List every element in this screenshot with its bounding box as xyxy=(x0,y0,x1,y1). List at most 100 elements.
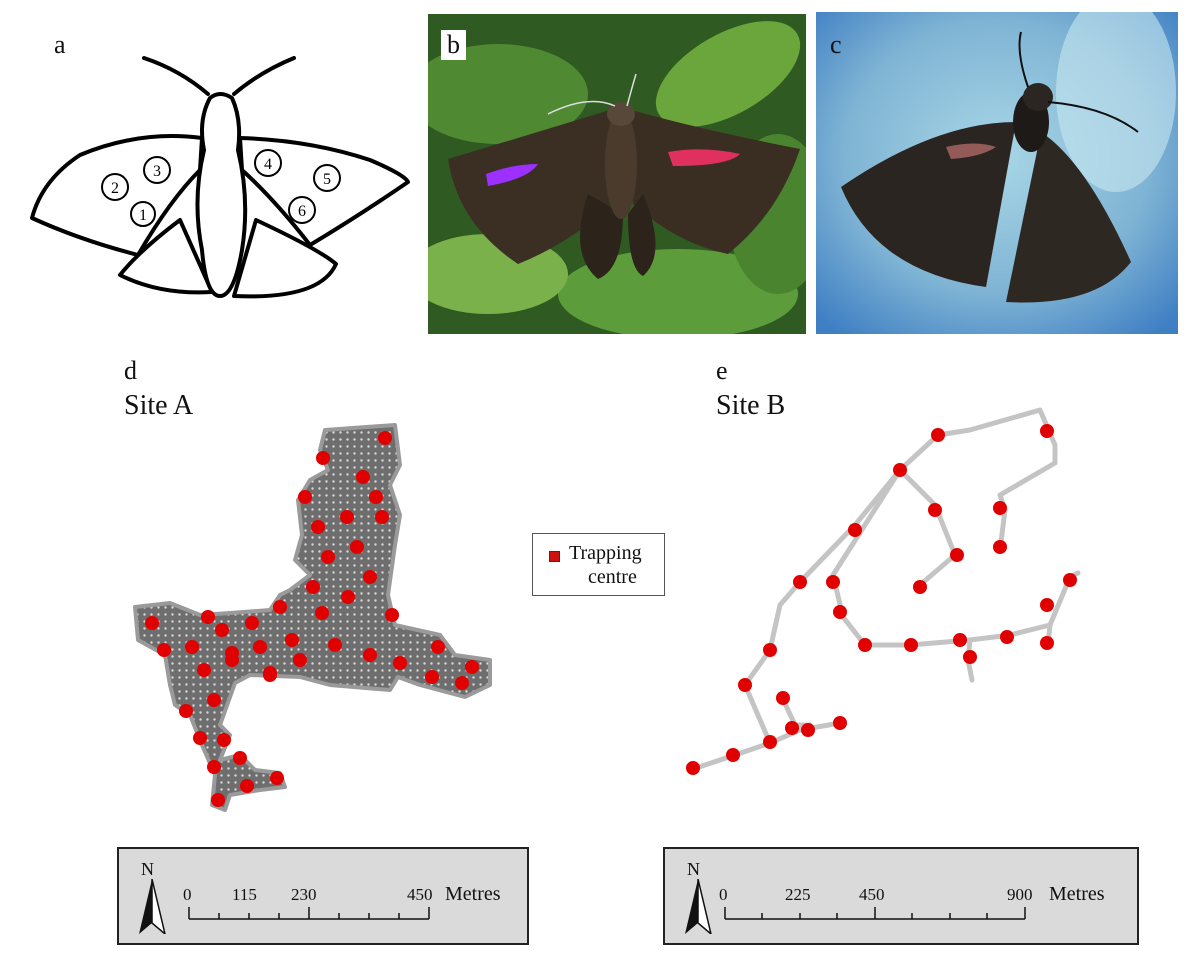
trapping-centre-marker xyxy=(311,520,325,534)
trapping-centre-marker xyxy=(321,550,335,564)
trapping-centre-marker xyxy=(993,540,1007,554)
trapping-centre-marker xyxy=(378,431,392,445)
trapping-centre-marker xyxy=(270,771,284,785)
trapping-centre-marker xyxy=(197,663,211,677)
trapping-centre-marker xyxy=(201,610,215,624)
scale-b-tick-900: 900 xyxy=(1007,885,1033,904)
trapping-centre-marker xyxy=(893,463,907,477)
scalebar-site-b: N 0 225 450 900 Metres xyxy=(663,847,1139,945)
trapping-centre-marker xyxy=(425,670,439,684)
trapping-centre-marker xyxy=(858,638,872,652)
trapping-centre-marker xyxy=(833,716,847,730)
north-arrow-icon xyxy=(685,879,712,934)
trapping-centre-marker xyxy=(465,660,479,674)
scale-b-unit: Metres xyxy=(1049,883,1105,905)
trapping-centre-marker xyxy=(233,751,247,765)
scale-ruler-b xyxy=(724,907,1026,920)
trapping-centre-marker xyxy=(293,653,307,667)
trapping-centre-marker xyxy=(931,428,945,442)
trapping-centre-marker xyxy=(193,731,207,745)
site-b-map xyxy=(686,407,1081,775)
site-a-area xyxy=(133,423,492,812)
north-arrow-icon xyxy=(139,879,166,934)
spot-number-1: 1 xyxy=(139,207,147,224)
trapping-centre-marker xyxy=(950,548,964,562)
trapping-centre-marker xyxy=(215,623,229,637)
photo-marked-moth-leaves xyxy=(428,14,806,334)
trapping-centre-marker xyxy=(928,503,942,517)
site-b-title: Site B xyxy=(716,390,786,421)
trapping-centre-marker xyxy=(240,779,254,793)
legend-label-line1: Trapping xyxy=(569,542,642,564)
trapping-centre-marker xyxy=(1063,573,1077,587)
trapping-centre-marker xyxy=(356,470,370,484)
spot-number-3: 3 xyxy=(153,163,161,180)
trapping-centre-marker xyxy=(848,523,862,537)
trapping-centre-marker xyxy=(285,633,299,647)
site-b-tracks xyxy=(687,407,1081,773)
site-a-title: Site A xyxy=(124,390,194,421)
scale-a-tick-0: 0 xyxy=(183,885,192,904)
trapping-centre-marker xyxy=(328,638,342,652)
scale-a-tick-230: 230 xyxy=(291,885,317,904)
scale-a-tick-115: 115 xyxy=(232,885,257,904)
trapping-centre-marker xyxy=(793,575,807,589)
spot-number-6: 6 xyxy=(298,203,306,220)
trapping-centre-marker xyxy=(217,733,231,747)
trap-legend-marker xyxy=(549,551,560,562)
panel-label-b: b xyxy=(441,30,466,60)
trapping-centre-marker xyxy=(245,616,259,630)
trapping-centre-marker xyxy=(316,451,330,465)
trapping-centre-marker xyxy=(431,640,445,654)
trapping-centre-marker xyxy=(363,648,377,662)
trapping-centre-marker xyxy=(341,590,355,604)
map-legend: Trapping centre xyxy=(532,533,665,596)
trapping-centre-marker xyxy=(776,691,790,705)
site-a-map xyxy=(133,423,492,812)
trapping-centre-marker xyxy=(385,608,399,622)
spot-number-4: 4 xyxy=(264,156,272,173)
panel-label-e: e xyxy=(716,356,728,385)
trapping-centre-marker xyxy=(145,616,159,630)
legend-label-line2: centre xyxy=(588,566,637,588)
trapping-centre-marker xyxy=(369,490,383,504)
trapping-centre-marker xyxy=(340,510,354,524)
moth-outline-drawing: 1 2 3 4 5 6 xyxy=(30,56,410,299)
trapping-centre-marker xyxy=(375,510,389,524)
trapping-centre-marker xyxy=(185,640,199,654)
trapping-centre-marker xyxy=(785,721,799,735)
trapping-centre-marker xyxy=(686,761,700,775)
scale-b-tick-0: 0 xyxy=(719,885,728,904)
trapping-centre-marker xyxy=(1040,424,1054,438)
trapping-centre-marker xyxy=(1040,636,1054,650)
trapping-centre-marker xyxy=(1040,598,1054,612)
panel-label-a: a xyxy=(54,30,66,59)
scale-a-tick-450: 450 xyxy=(407,885,433,904)
trapping-centre-marker xyxy=(993,501,1007,515)
trapping-centre-marker xyxy=(904,638,918,652)
trapping-centre-marker xyxy=(306,580,320,594)
scale-b-tick-225: 225 xyxy=(785,885,811,904)
trapping-centre-marker xyxy=(315,606,329,620)
north-label-b: N xyxy=(687,859,700,879)
trapping-centre-marker xyxy=(801,723,815,737)
trapping-centre-marker xyxy=(826,575,840,589)
panel-label-c: c xyxy=(830,30,842,59)
panel-label-d: d xyxy=(124,356,137,385)
trapping-centre-marker xyxy=(738,678,752,692)
trapping-centre-marker xyxy=(953,633,967,647)
trapping-centre-marker xyxy=(350,540,364,554)
trapping-centre-marker xyxy=(253,640,267,654)
trapping-centre-marker xyxy=(455,676,469,690)
trapping-centre-marker xyxy=(963,650,977,664)
trapping-centre-marker xyxy=(207,693,221,707)
trapping-centre-marker xyxy=(763,643,777,657)
trapping-centre-marker xyxy=(913,580,927,594)
trapping-centre-marker xyxy=(179,704,193,718)
trapping-centre-marker xyxy=(211,793,225,807)
trapping-centre-marker xyxy=(225,653,239,667)
north-label-a: N xyxy=(141,859,154,879)
trapping-centre-marker xyxy=(833,605,847,619)
photo-moth-in-container xyxy=(816,12,1178,334)
scale-a-unit: Metres xyxy=(445,883,501,905)
